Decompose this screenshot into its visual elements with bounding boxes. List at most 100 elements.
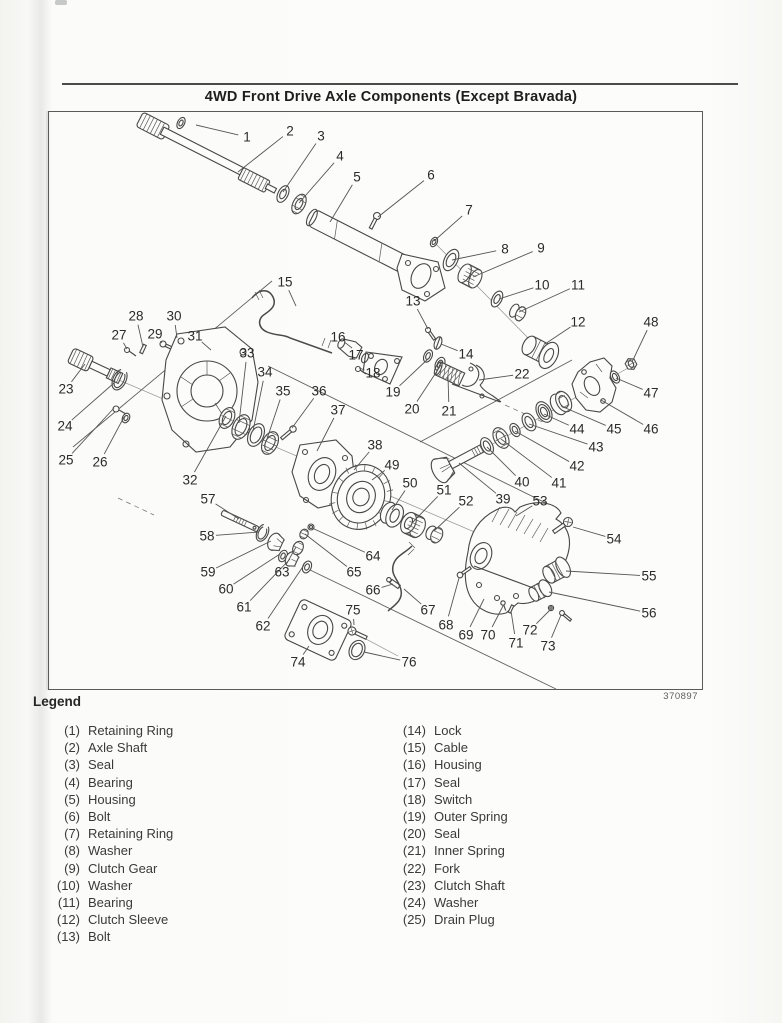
legend-item: (9)Clutch Gear xyxy=(48,860,348,877)
callout-leader-68 xyxy=(447,577,460,617)
legend-item-number: (13) xyxy=(56,929,80,945)
legend-item: (5)Housing xyxy=(48,791,348,808)
callout-leader-65 xyxy=(304,533,348,567)
callout-number-46: 46 xyxy=(643,422,658,437)
callout-leader-23 xyxy=(71,363,86,383)
callout-number-50: 50 xyxy=(402,476,417,491)
washer-47 xyxy=(609,370,621,384)
callout-number-25: 25 xyxy=(58,453,73,468)
callout-leader-36 xyxy=(291,398,315,429)
callout-leader-3 xyxy=(282,143,317,193)
legend-item-label: Cable xyxy=(434,740,468,756)
bolt-75 xyxy=(347,626,368,640)
callout-number-24: 24 xyxy=(57,419,73,434)
washer-42 xyxy=(509,422,521,438)
callout-number-28: 28 xyxy=(128,309,143,324)
callout-number-53: 53 xyxy=(532,494,547,509)
legend-item: (14)Lock xyxy=(392,722,692,739)
callout-leader-38 xyxy=(353,451,370,471)
callout-leader-62 xyxy=(267,564,305,619)
callout-number-42: 42 xyxy=(569,459,584,474)
bolt-70 xyxy=(500,600,507,611)
legend-item: (25)Drain Plug xyxy=(392,911,692,928)
legend-item-label: Seal xyxy=(434,826,461,842)
legend-column-right: (14)Lock(15)Cable(16)Housing(17)Seal(18)… xyxy=(392,722,692,928)
legend-item: (3)Seal xyxy=(48,756,348,773)
rear-housing-53 xyxy=(464,502,571,615)
nut-64 xyxy=(307,523,315,531)
callout-leader-8 xyxy=(451,250,497,261)
callout-leader-2 xyxy=(237,136,284,173)
washer-24 xyxy=(111,368,128,391)
callout-leader-50 xyxy=(391,490,406,511)
spider-gear-59 xyxy=(267,532,286,552)
stud-28 xyxy=(139,343,147,355)
callout-leader-60 xyxy=(233,553,281,585)
legend-item-number: (15) xyxy=(402,740,426,756)
lower-cover-74 xyxy=(284,599,352,661)
ring-gear-49 xyxy=(328,464,394,530)
callout-number-12: 12 xyxy=(570,315,585,330)
bearing-41 xyxy=(492,427,510,449)
legend-item-label: Bearing xyxy=(88,894,133,910)
legend-item-number: (6) xyxy=(64,808,80,824)
ring-34 xyxy=(246,423,266,447)
callout-leader-7 xyxy=(433,215,463,242)
callout-leader-5 xyxy=(329,184,353,223)
legend-column-left: (1)Retaining Ring(2)Axle Shaft(3)Seal(4)… xyxy=(48,722,348,945)
seal-76 xyxy=(348,639,366,661)
legend-item-number: (4) xyxy=(64,774,80,790)
callout-leader-74 xyxy=(302,645,310,655)
callout-leader-21 xyxy=(447,375,450,403)
output-cap-56 xyxy=(528,579,553,602)
callout-leader-20 xyxy=(416,364,442,402)
callout-leader-15 xyxy=(288,289,297,307)
bolt-13 xyxy=(424,326,437,341)
callout-number-66: 66 xyxy=(365,583,380,598)
washer-58 xyxy=(255,523,270,542)
legend-title: Legend xyxy=(33,694,82,709)
diagram-border-box xyxy=(48,111,703,690)
legend-item-label: Retaining Ring xyxy=(88,723,174,738)
legend-item: (1)Retaining Ring xyxy=(48,722,348,739)
callout-number-13: 13 xyxy=(405,294,420,309)
callout-number-70: 70 xyxy=(480,628,495,643)
callout-number-31: 31 xyxy=(187,329,202,344)
actuator-housing-16 xyxy=(337,338,403,385)
callout-number-58: 58 xyxy=(199,529,214,544)
callout-number-49: 49 xyxy=(384,458,399,473)
seal-17 xyxy=(360,352,370,364)
callout-number-63: 63 xyxy=(274,565,289,580)
callout-number-35: 35 xyxy=(275,384,290,399)
shift-cable-15 xyxy=(251,289,333,354)
bearing-33 xyxy=(231,414,251,440)
callout-leader-12 xyxy=(544,326,571,345)
callout-number-51: 51 xyxy=(436,483,451,498)
bearing-32 xyxy=(218,407,236,429)
washer-62 xyxy=(301,560,313,574)
legend-item-label: Washer xyxy=(88,843,133,859)
callout-leader-57 xyxy=(215,503,240,520)
drain-plug-25 xyxy=(112,405,127,415)
legend-item: (18)Switch xyxy=(392,791,692,808)
legend-item-label: Fork xyxy=(434,860,460,876)
legend-item-number: (17) xyxy=(402,774,426,790)
callout-leader-39 xyxy=(458,462,497,494)
callout-leader-37 xyxy=(316,417,335,452)
callout-leader-28 xyxy=(137,324,144,348)
callout-leader-58 xyxy=(215,531,260,536)
callout-number-6: 6 xyxy=(427,168,435,183)
callout-leader-27 xyxy=(123,342,128,350)
legend-item-number: (5) xyxy=(64,791,80,807)
callout-leader-48 xyxy=(631,329,648,363)
clutch-gear-9 xyxy=(457,263,483,289)
callout-leader-53 xyxy=(515,505,533,517)
callout-leader-52 xyxy=(433,506,460,532)
callout-number-47: 47 xyxy=(643,386,658,401)
nut-48 xyxy=(624,358,638,370)
legend-item: (17)Seal xyxy=(392,774,692,791)
callout-leader-25 xyxy=(71,407,115,454)
legend-item-label: Switch xyxy=(434,791,473,807)
callout-number-37: 37 xyxy=(330,403,345,418)
